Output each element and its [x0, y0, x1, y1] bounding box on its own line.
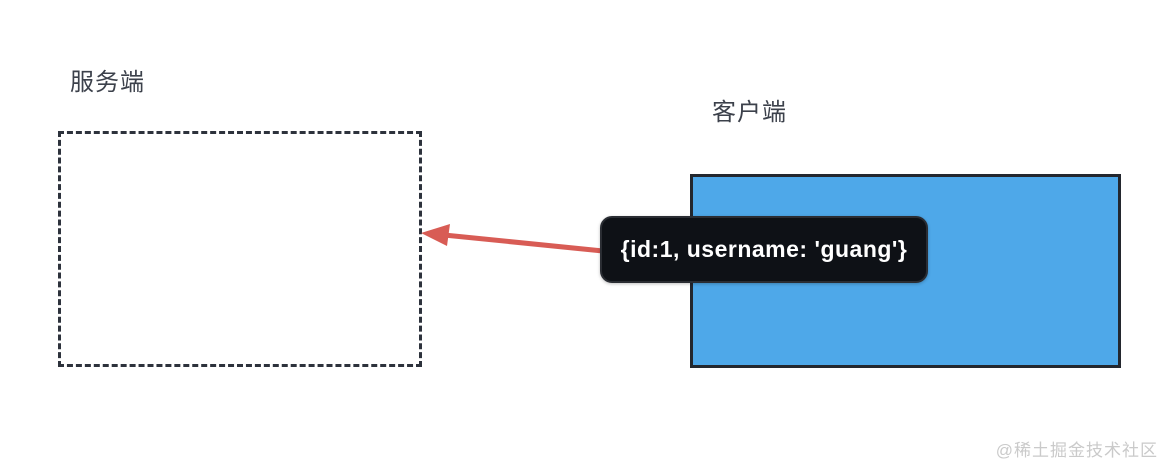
push-arrow-line — [441, 232, 606, 254]
server-box — [58, 131, 422, 367]
server-label: 服务端 — [70, 69, 145, 96]
watermark: @稀土掘金技术社区 — [995, 441, 1158, 460]
client-label: 客户端 — [712, 99, 787, 126]
push-arrow-head — [421, 224, 450, 246]
message-bubble: {id:1, username: 'guang'} — [600, 216, 928, 283]
